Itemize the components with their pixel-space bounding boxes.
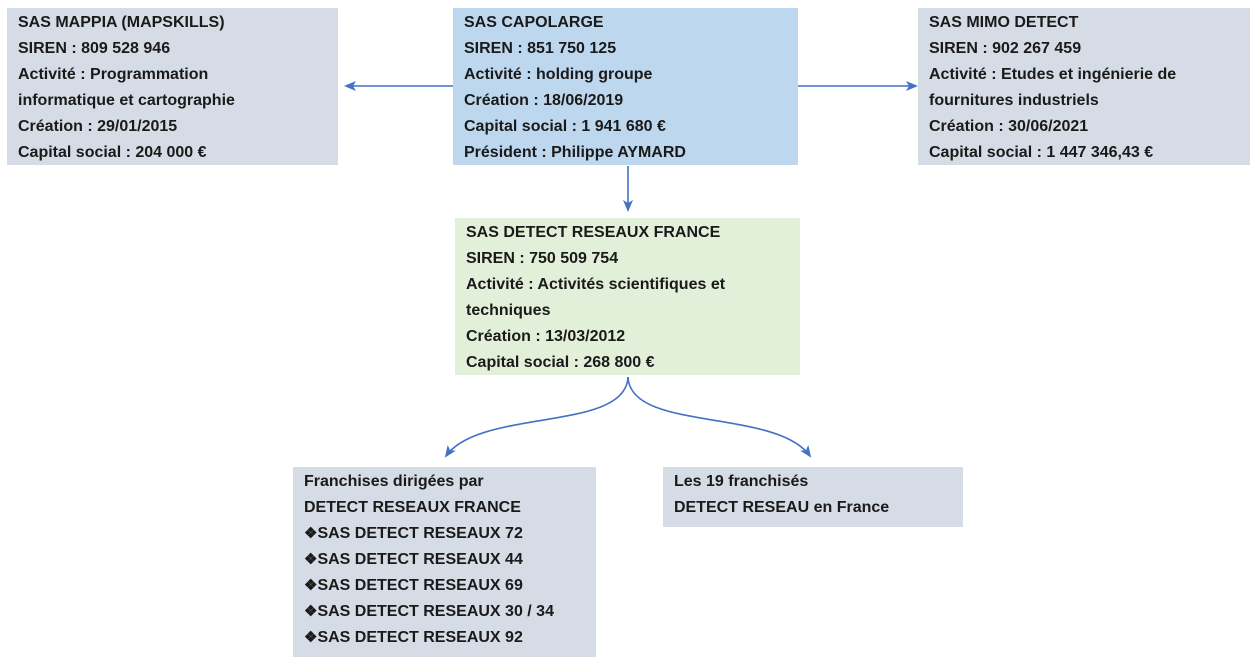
franchises-header-line: Franchises dirigées par [304, 473, 484, 490]
node-title: SAS CAPOLARGE [464, 14, 604, 31]
node-capolarge: SAS CAPOLARGE SIREN : 851 750 125 Activi… [453, 8, 798, 165]
node-activity: Activité : holding groupe [464, 66, 653, 83]
franchise-item: ❖SAS DETECT RESEAUX 44 [304, 547, 586, 573]
franchise-item: ❖SAS DETECT RESEAUX 72 [304, 521, 586, 547]
node-capital: Capital social : 1 447 346,43 € [929, 144, 1154, 161]
node-activity-cont: informatique et cartographie [18, 92, 235, 109]
node-franchises-list: Franchises dirigées par DETECT RESEAUX F… [293, 467, 596, 657]
arrow-detect-france-to-franchises [444, 376, 629, 458]
franchise-item-label: SAS DETECT RESEAUX 44 [317, 551, 523, 568]
node-title: SAS MAPPIA (MAPSKILLS) [18, 14, 225, 31]
node-siren: SIREN : 902 267 459 [929, 40, 1082, 57]
franchise-item: ❖SAS DETECT RESEAUX 30 / 34 [304, 599, 586, 625]
arrow-detect-france-to-les19 [627, 376, 812, 458]
node-creation: Création : 30/06/2021 [929, 118, 1089, 135]
franchise-item-label: SAS DETECT RESEAUX 72 [317, 525, 523, 542]
diamond-bullet-icon: ❖ [304, 603, 318, 620]
node-activity: Activité : Programmation [18, 66, 209, 83]
les19-line: DETECT RESEAU en France [674, 499, 890, 516]
diamond-bullet-icon: ❖ [304, 525, 318, 542]
node-mappia: SAS MAPPIA (MAPSKILLS) SIREN : 809 528 9… [7, 8, 338, 165]
franchise-item-label: SAS DETECT RESEAUX 69 [317, 577, 523, 594]
node-creation: Création : 13/03/2012 [466, 328, 626, 345]
diamond-bullet-icon: ❖ [304, 629, 318, 646]
franchises-header-line: DETECT RESEAUX FRANCE [304, 499, 521, 516]
node-title: SAS MIMO DETECT [929, 14, 1079, 31]
franchise-item: ❖SAS DETECT RESEAUX 92 [304, 625, 586, 651]
node-president: Président : Philippe AYMARD [464, 144, 686, 161]
node-creation: Création : 29/01/2015 [18, 118, 178, 135]
node-creation: Création : 18/06/2019 [464, 92, 624, 109]
node-activity-cont: techniques [466, 302, 551, 319]
diamond-bullet-icon: ❖ [304, 577, 318, 594]
node-activity: Activité : Activités scientifiques et [466, 276, 726, 293]
node-capital: Capital social : 268 800 € [466, 354, 655, 371]
franchise-item: ❖SAS DETECT RESEAUX 69 [304, 573, 586, 599]
node-siren: SIREN : 851 750 125 [464, 40, 617, 57]
node-les-19-franchises: Les 19 franchisés DETECT RESEAU en Franc… [663, 467, 963, 527]
node-siren: SIREN : 809 528 946 [18, 40, 171, 57]
les19-line: Les 19 franchisés [674, 473, 809, 490]
node-siren: SIREN : 750 509 754 [466, 250, 619, 267]
node-activity: Activité : Etudes et ingénierie de [929, 66, 1177, 83]
node-capital: Capital social : 204 000 € [18, 144, 207, 161]
franchise-item-label: SAS DETECT RESEAUX 30 / 34 [317, 603, 554, 620]
node-detect-reseaux-france: SAS DETECT RESEAUX FRANCE SIREN : 750 50… [455, 218, 800, 375]
node-title: SAS DETECT RESEAUX FRANCE [466, 224, 721, 241]
node-mimo-detect: SAS MIMO DETECT SIREN : 902 267 459 Acti… [918, 8, 1250, 165]
node-activity-cont: fournitures industriels [929, 92, 1099, 109]
node-capital: Capital social : 1 941 680 € [464, 118, 666, 135]
franchise-item-label: SAS DETECT RESEAUX 92 [317, 629, 523, 646]
diamond-bullet-icon: ❖ [304, 551, 318, 568]
